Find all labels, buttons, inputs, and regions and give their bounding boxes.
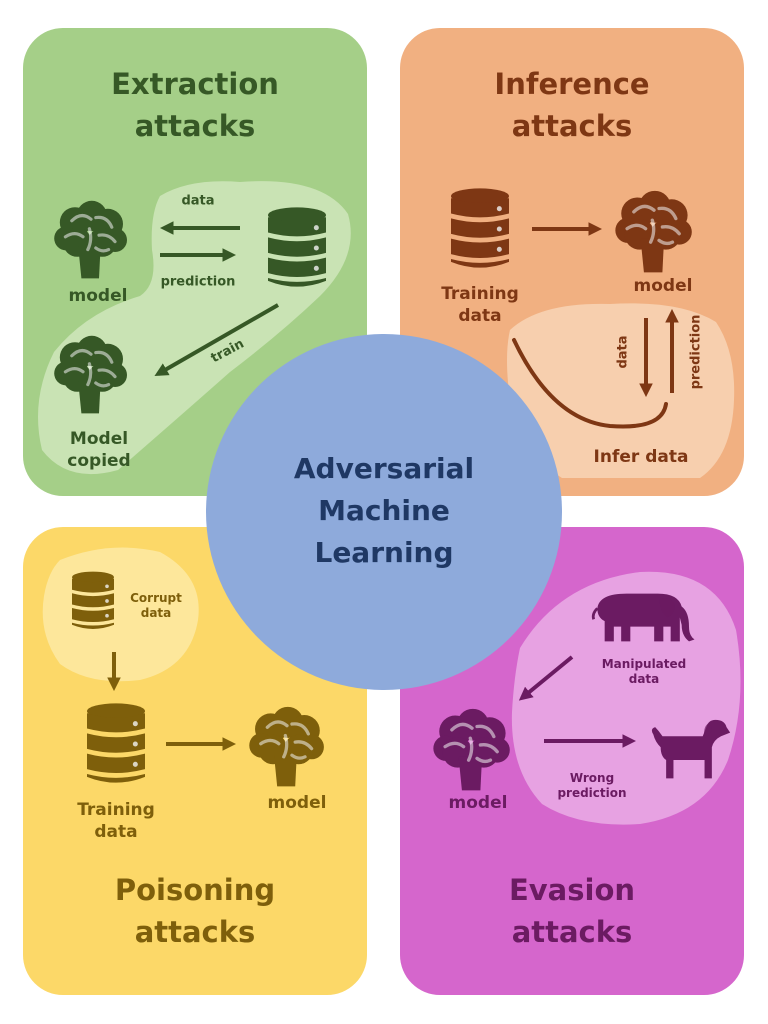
inference-curve xyxy=(512,338,668,429)
extraction-model-label: model xyxy=(68,285,128,306)
evasion-model-label: model xyxy=(448,792,508,813)
extraction-prediction-label: prediction xyxy=(160,274,236,290)
extraction-highlight xyxy=(38,181,351,475)
poisoning-training-database-icon xyxy=(87,703,145,783)
extraction-database-icon xyxy=(268,207,326,287)
poisoning-model-label: model xyxy=(267,792,327,813)
evasion-input-arrow xyxy=(518,655,574,701)
extraction-data-label: data xyxy=(181,193,215,209)
extraction-train-arrow xyxy=(154,303,279,377)
inference-data-label: data xyxy=(615,335,631,369)
poisoning-corrupt-database-icon xyxy=(72,571,114,629)
evasion-highlight xyxy=(511,571,741,825)
inference-highlight xyxy=(507,303,735,478)
inference-infer-label: Infer data xyxy=(593,446,689,467)
inference-model-label: model xyxy=(633,275,693,296)
center-circle xyxy=(206,334,562,690)
inference-database-icon xyxy=(451,188,509,268)
inference-prediction-label: prediction xyxy=(688,314,704,390)
